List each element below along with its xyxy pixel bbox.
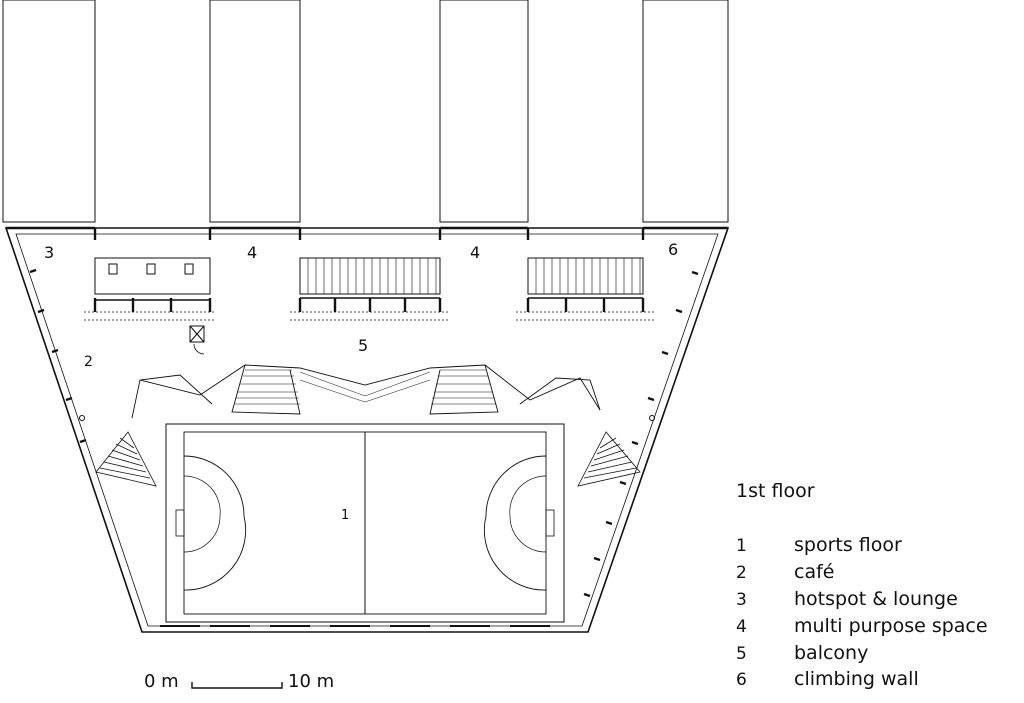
legend-item: 3 hotspot & lounge xyxy=(736,586,958,612)
tribune-3 xyxy=(527,257,644,295)
tribune-1 xyxy=(94,257,211,295)
room-label-1: 1 xyxy=(341,508,350,523)
right-stand xyxy=(577,431,641,487)
room-label-5: 5 xyxy=(358,336,369,355)
tribune-2 xyxy=(299,257,441,295)
room-label-4-right: 4 xyxy=(470,243,481,262)
legend-number: 2 xyxy=(736,563,747,583)
room-label-6: 6 xyxy=(668,240,679,259)
sports-court xyxy=(165,423,565,623)
legend-number: 1 xyxy=(736,536,747,556)
legend-number: 6 xyxy=(736,670,747,690)
outer-wall xyxy=(4,227,730,633)
building-strip-4 xyxy=(642,0,729,223)
scale-start-label: 0 m xyxy=(144,671,179,692)
scale-bar xyxy=(191,682,283,689)
room-label-3: 3 xyxy=(44,243,55,262)
inner-wall xyxy=(15,233,719,627)
legend-text: sports floor xyxy=(794,534,902,556)
building-strip-1 xyxy=(2,0,96,223)
legend-item: 2 café xyxy=(736,559,834,585)
left-stand xyxy=(95,431,157,487)
legend-text: multi purpose space xyxy=(794,615,988,637)
legend-text: climbing wall xyxy=(794,668,919,690)
legend-number: 3 xyxy=(736,590,747,610)
legend-item: 5 balcony xyxy=(736,640,868,666)
building-strip-3 xyxy=(439,0,529,223)
legend-item: 4 multi purpose space xyxy=(736,613,988,639)
room-label-4-left: 4 xyxy=(247,243,258,262)
scale-end-label: 10 m xyxy=(288,671,335,692)
legend-title: 1st floor xyxy=(736,480,815,502)
legend-item: 6 climbing wall xyxy=(736,666,919,692)
legend-text: café xyxy=(794,561,835,583)
legend-text: balcony xyxy=(794,642,869,664)
legend-item: 1 sports floor xyxy=(736,532,902,558)
legend-number: 4 xyxy=(736,617,747,637)
lift-shaft xyxy=(189,325,205,343)
building-strip-2 xyxy=(209,0,301,223)
legend-text: hotspot & lounge xyxy=(794,588,958,610)
room-label-2: 2 xyxy=(84,354,93,370)
legend-number: 5 xyxy=(736,644,747,664)
seating-crown xyxy=(131,364,601,419)
